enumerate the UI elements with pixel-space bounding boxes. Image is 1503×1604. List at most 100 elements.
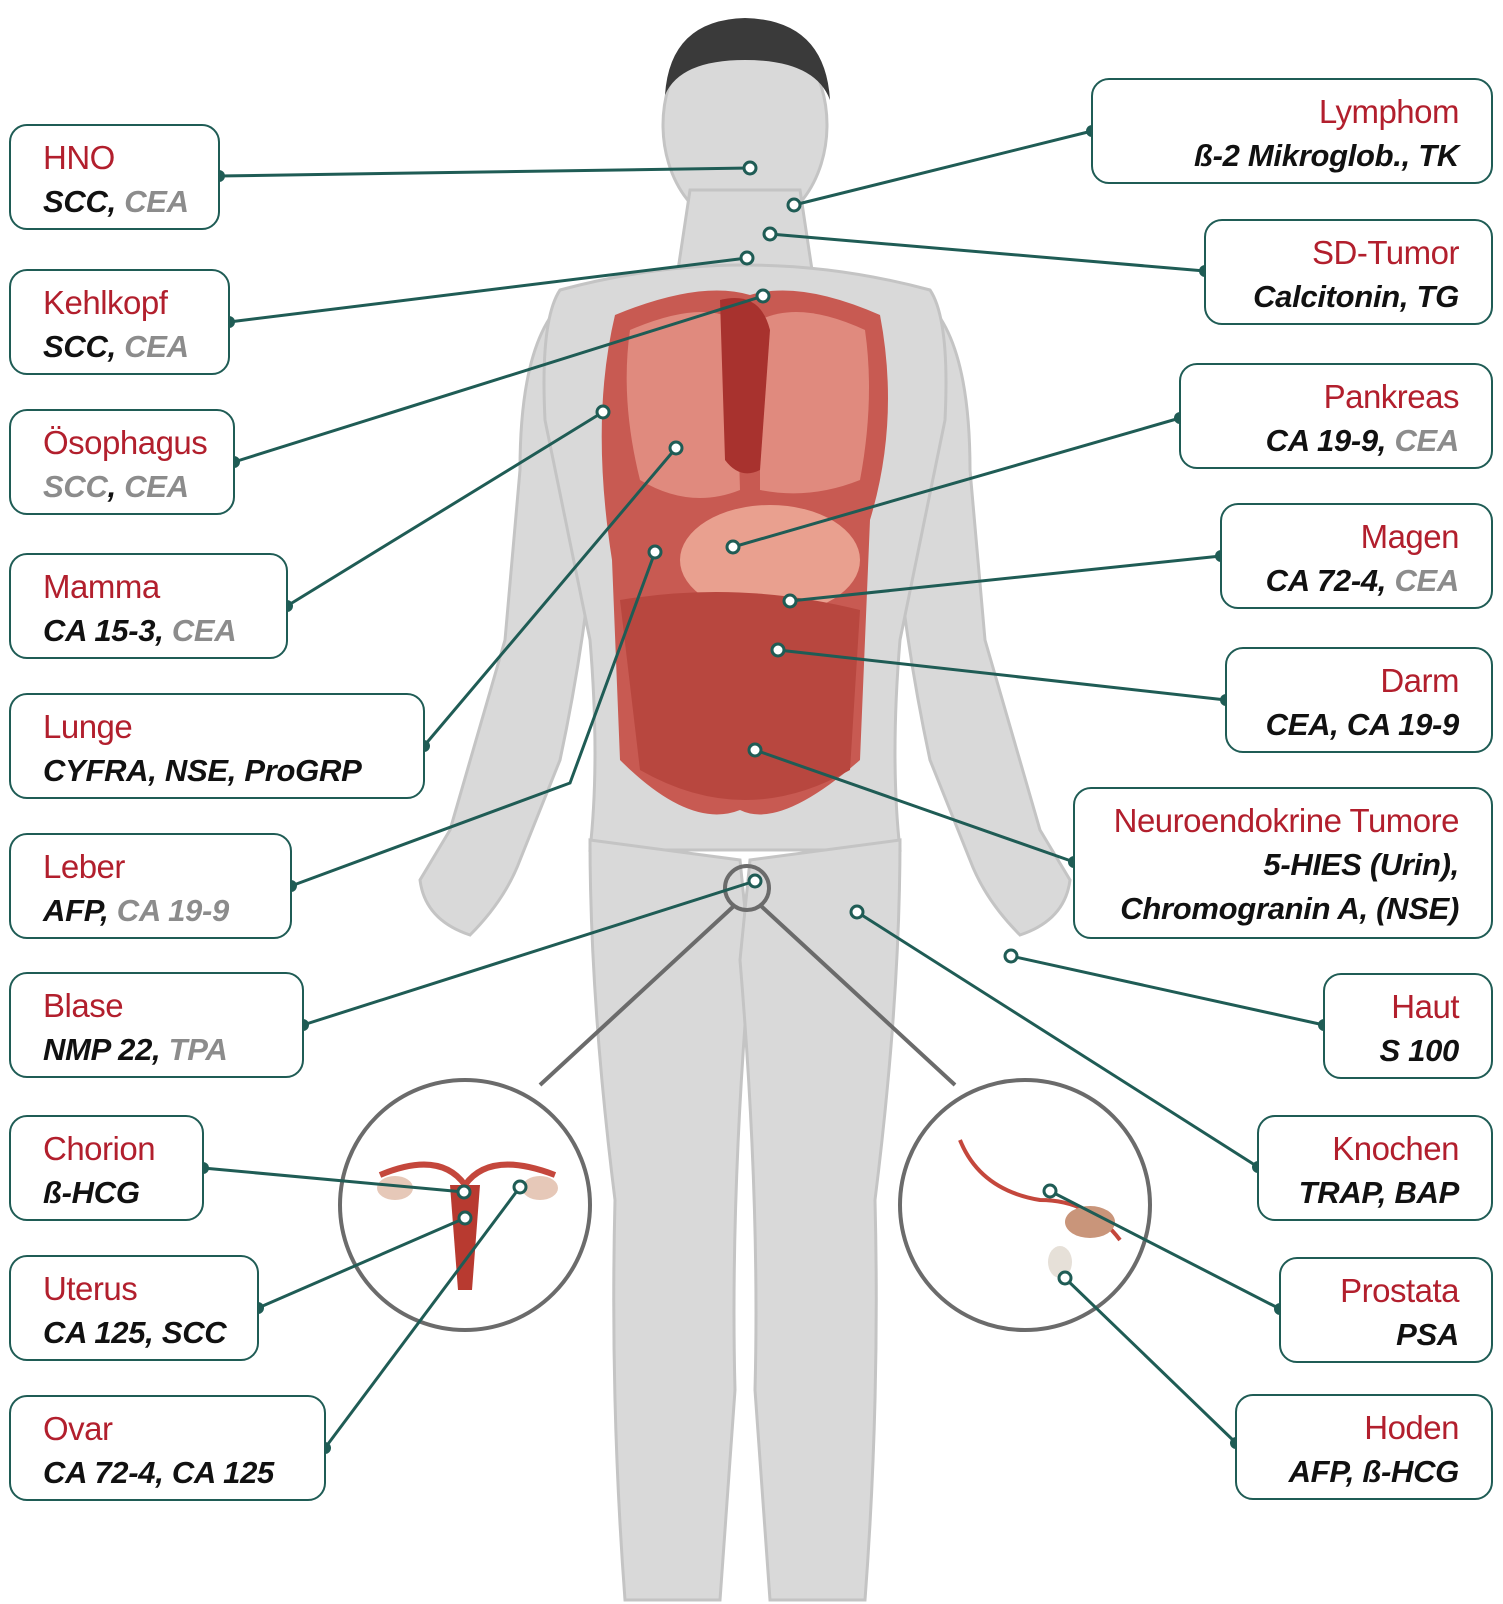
marker-list: PSA: [1313, 1313, 1459, 1357]
internal-organs: [602, 291, 888, 815]
organ-name: Prostata: [1313, 1269, 1459, 1313]
organ-name: Leber: [43, 845, 258, 889]
marker-separator: ,: [100, 893, 117, 928]
marker-list: ß-2 Mikroglob., TK: [1125, 134, 1459, 178]
organ-name: Kehlkopf: [43, 281, 196, 325]
connector-sd-tumor: [770, 234, 1205, 271]
marker-separator: ,: [145, 1315, 162, 1350]
tumor-marker: S 100: [1379, 1033, 1459, 1068]
label-box-darm: Darm CEA, CA 19-9: [1225, 647, 1493, 753]
organ-name: Magen: [1254, 515, 1459, 559]
tumor-marker: CYFRA: [43, 753, 148, 788]
tumor-marker: CA 19-9: [1347, 707, 1459, 742]
organ-name: SD-Tumor: [1238, 231, 1459, 275]
tumor-marker: PSA: [1396, 1317, 1459, 1352]
label-box-uterus: Uterus CA 125, SCC: [9, 1255, 259, 1361]
connector-lymphom: [794, 131, 1092, 205]
organ-name: Ovar: [43, 1407, 292, 1451]
label-box-kehlkopf: Kehlkopf SCC, CEA: [9, 269, 230, 375]
tumor-marker: CA 15-3: [43, 613, 155, 648]
tumor-marker: ß-2 Mikroglob.: [1194, 138, 1402, 173]
tumor-marker: ProGRP: [244, 753, 361, 788]
label-box-lymphom: Lymphom ß-2 Mikroglob., TK: [1091, 78, 1493, 184]
marker-list: AFP, ß-HCG: [1269, 1450, 1459, 1494]
marker-list: CA 72-4, CEA: [1254, 559, 1459, 603]
tumor-marker: CEA: [172, 613, 237, 648]
marker-list: Calcitonin, TG: [1238, 275, 1459, 319]
tumor-marker: NMP 22: [43, 1032, 152, 1067]
tumor-marker: Chromogranin A: [1120, 891, 1359, 926]
connector-hoden: [1065, 1278, 1236, 1443]
organ-name: Lymphom: [1125, 90, 1459, 134]
tumor-marker: Calcitonin: [1253, 279, 1400, 314]
organ-name: Blase: [43, 984, 270, 1028]
organ-name: Darm: [1259, 659, 1459, 703]
marker-separator: ,: [155, 613, 172, 648]
marker-separator: ,: [228, 753, 245, 788]
tumor-marker: CEA: [124, 184, 189, 219]
label-box-haut: Haut S 100: [1323, 973, 1493, 1079]
tumor-marker: SCC: [162, 1315, 227, 1350]
label-box-blase: Blase NMP 22, TPA: [9, 972, 304, 1078]
tumor-marker: BAP: [1394, 1175, 1459, 1210]
organ-name: Lunge: [43, 705, 391, 749]
marker-list: CA 19-9, CEA: [1213, 419, 1459, 463]
marker-list: CA 125, SCC: [43, 1311, 225, 1355]
label-box-mamma: Mamma CA 15-3, CEA: [9, 553, 288, 659]
tumor-marker: SCC: [43, 469, 108, 504]
marker-list: CA 72-4, CA 125: [43, 1451, 292, 1495]
tumor-marker: (NSE): [1376, 891, 1459, 926]
marker-list: SCC, CEA: [43, 180, 186, 224]
marker-list: CA 15-3, CEA: [43, 609, 254, 653]
tumor-marker: CA 19-9: [1266, 423, 1378, 458]
marker-separator: ,: [108, 184, 125, 219]
marker-separator: ,: [152, 1032, 169, 1067]
marker-list: ß-HCG: [43, 1171, 170, 1215]
tumor-marker: ß-HCG: [43, 1175, 140, 1210]
tumor-marker: CA 72-4: [1266, 563, 1378, 598]
label-box-leber: Leber AFP, CA 19-9: [9, 833, 292, 939]
label-box-neuroendokrine-tumore: Neuroendokrine Tumore 5-HIES (Urin), Chr…: [1073, 787, 1493, 939]
label-box-hno: HNO SCC, CEA: [9, 124, 220, 230]
organ-name: Chorion: [43, 1127, 170, 1171]
tumor-marker: TG: [1417, 279, 1459, 314]
label-box-oesophagus: Ösophagus SCC, CEA: [9, 409, 235, 515]
marker-list: S 100: [1357, 1029, 1459, 1073]
tumor-marker: ß-HCG: [1362, 1454, 1459, 1489]
tumor-marker: TPA: [169, 1032, 228, 1067]
tumor-marker: SCC: [43, 329, 108, 364]
tumor-marker: AFP: [1289, 1454, 1346, 1489]
marker-separator: ,: [1378, 1175, 1395, 1210]
female-reproductive-inset: [340, 1080, 590, 1330]
marker-list: AFP, CA 19-9: [43, 889, 258, 933]
marker-separator: ,: [108, 329, 125, 364]
marker-separator: ,: [148, 753, 165, 788]
marker-separator: ,: [1346, 1454, 1363, 1489]
marker-separator: ,: [108, 469, 125, 504]
tumor-marker: NSE: [165, 753, 228, 788]
tumor-marker: CEA: [1394, 423, 1459, 458]
marker-separator: ,: [1402, 138, 1419, 173]
tumor-marker: AFP: [43, 893, 100, 928]
label-box-hoden: Hoden AFP, ß-HCG: [1235, 1394, 1493, 1500]
marker-separator: ,: [1330, 707, 1347, 742]
marker-list-line-1: 5-HIES (Urin),: [1107, 843, 1459, 887]
marker-separator: ,: [1378, 423, 1395, 458]
label-box-chorion: Chorion ß-HCG: [9, 1115, 204, 1221]
tumor-marker: CEA: [124, 469, 189, 504]
tumor-marker: CA 125: [43, 1315, 145, 1350]
marker-list: CYFRA, NSE, ProGRP: [43, 749, 391, 793]
marker-separator: ,: [1451, 847, 1459, 882]
tumor-marker: CEA: [1394, 563, 1459, 598]
label-box-knochen: Knochen TRAP, BAP: [1257, 1115, 1493, 1221]
label-box-lunge: Lunge CYFRA, NSE, ProGRP: [9, 693, 425, 799]
organ-name: Haut: [1357, 985, 1459, 1029]
male-reproductive-inset: [900, 1080, 1150, 1330]
tumor-marker: CEA: [124, 329, 189, 364]
tumor-marker: 5-HIES (Urin): [1263, 847, 1450, 882]
marker-list: SCC, CEA: [43, 325, 196, 369]
label-box-prostata: Prostata PSA: [1279, 1257, 1493, 1363]
marker-list: CEA, CA 19-9: [1259, 703, 1459, 747]
tumor-marker: CA 72-4: [43, 1455, 155, 1490]
marker-separator: ,: [1359, 891, 1376, 926]
